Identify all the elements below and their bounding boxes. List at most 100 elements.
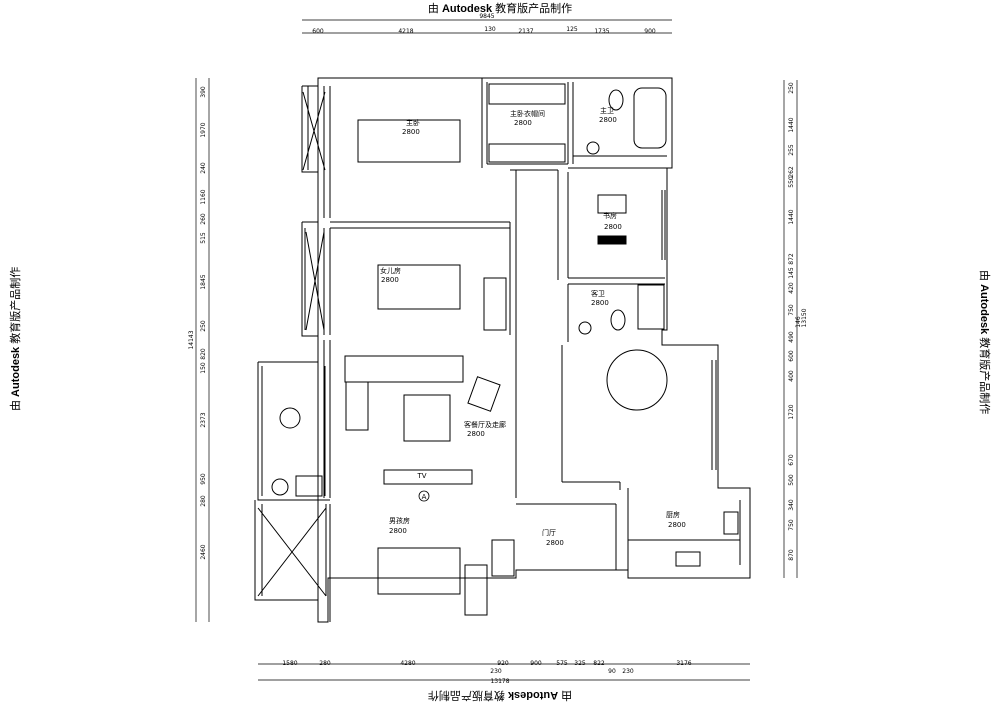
coffee-table (403, 394, 451, 442)
wall-inner-lines (261, 86, 327, 596)
dim-top-3: 2137 (518, 28, 533, 35)
bathtub (633, 87, 667, 149)
dim-right-16: 500 (788, 474, 795, 486)
exterior-wall-west (254, 85, 330, 601)
room-name-guest-bath: 客卫 (591, 289, 605, 298)
bay-window-son (257, 507, 327, 597)
bay-window-master (302, 91, 326, 171)
dim-bottom-8: 3176 (676, 660, 691, 667)
dimension-lines (195, 19, 798, 681)
dim-bottom-7: 822 (593, 660, 605, 667)
dim-left-8: 820 (200, 348, 207, 360)
shower-guest (637, 284, 665, 330)
dim-right-15: 670 (788, 454, 795, 466)
dim-left-5: 515 (200, 232, 207, 244)
dim-bottom-0: 1580 (282, 660, 297, 667)
dim-bottom-2: 4280 (400, 660, 415, 667)
dining-table (606, 349, 668, 411)
bed-son (377, 547, 461, 595)
room-height-master-bath: 2800 (599, 116, 617, 124)
dim-bottom-sub-2: 230 (622, 668, 634, 675)
toilet-master (608, 89, 624, 111)
dim-right-19: 870 (788, 549, 795, 561)
room-height-foyer: 2800 (546, 539, 564, 547)
dim-bottom-6: 325 (574, 660, 586, 667)
dim-top-1: 4218 (398, 28, 413, 35)
room-height-guest-bath: 2800 (591, 299, 609, 307)
dim-left-11: 950 (200, 473, 207, 485)
room-height-kitchen: 2800 (668, 521, 686, 529)
window-study (661, 190, 666, 260)
dim-left-4: 260 (200, 213, 207, 225)
dim-top-total: 9845 (479, 13, 494, 20)
dim-left-total: 14143 (188, 330, 195, 349)
room-height-son-room: 2800 (389, 527, 407, 535)
room-name-master-bedroom: 主卧 (406, 118, 420, 127)
closet-daughter (483, 277, 507, 331)
dim-right-9: 750 (788, 304, 795, 316)
dim-right-3: 550 (788, 176, 795, 188)
armchair (467, 376, 501, 412)
stove (675, 551, 701, 567)
section-marker-label: A (422, 493, 427, 501)
dim-right-5: 1440 (788, 209, 795, 224)
closet-son (464, 564, 488, 616)
dim-left-12: 280 (200, 495, 207, 507)
washer-drum (271, 478, 289, 496)
dim-left-6: 1845 (200, 274, 207, 289)
dim-right-1: 1440 (788, 117, 795, 132)
dim-left-0: 390 (200, 86, 207, 98)
dim-bottom-4: 900 (530, 660, 542, 667)
dim-right-13: 400 (788, 370, 795, 382)
dim-right-11: 490 (788, 331, 795, 343)
dim-right-10: 146 (795, 316, 802, 328)
interior-walls (329, 78, 667, 622)
dim-top-2: 130 (484, 26, 496, 33)
dim-right-8: 420 (788, 282, 795, 294)
sink-guest (578, 321, 592, 335)
dim-bottom-3: 920 (497, 660, 509, 667)
room-height-daughter-room: 2800 (381, 276, 399, 284)
dim-top-0: 600 (312, 28, 324, 35)
dim-left-3: 1160 (200, 189, 207, 204)
room-name-master-bath: 主卫 (600, 106, 614, 115)
window-dining (711, 360, 717, 470)
dim-right-7: 145 (788, 267, 795, 279)
tv-cabinet (383, 469, 473, 485)
room-name-son-room: 男孩房 (389, 516, 410, 525)
room-name-daughter-room: 女儿房 (380, 266, 401, 275)
dim-right-18: 750 (788, 519, 795, 531)
sofa-left (345, 381, 369, 431)
bed-master (357, 119, 461, 163)
closet-foyer (491, 539, 515, 577)
dim-bottom-sub-0: 230 (490, 668, 502, 675)
dim-left-1: 1970 (200, 122, 207, 137)
room-name-study: 书房 (603, 211, 617, 220)
dim-bottom-total: 13178 (490, 678, 509, 685)
toilet-guest (610, 309, 626, 331)
room-height-master-closet: 2800 (514, 119, 532, 127)
tv-label: TV (416, 472, 426, 480)
dim-left-10: 2373 (200, 412, 207, 427)
room-name-kitchen: 厨房 (666, 510, 680, 519)
study-chair (597, 235, 627, 245)
balcony-table (279, 407, 301, 429)
room-name-foyer: 门厅 (542, 528, 556, 537)
closet-master (488, 83, 566, 105)
kitchen-counter (628, 500, 741, 565)
dim-left-9: 150 (200, 362, 207, 374)
dim-bottom-5: 575 (556, 660, 568, 667)
dim-right-17: 340 (788, 499, 795, 511)
watermark-top: 由 Autodesk 教育版产品制作 (427, 3, 573, 15)
dim-left-2: 240 (200, 162, 207, 174)
dim-top-4: 125 (566, 26, 578, 33)
dim-right-4: 262 (788, 166, 795, 178)
dim-bottom-1: 280 (319, 660, 331, 667)
sink-master (586, 141, 600, 155)
dim-right-14: 1720 (788, 404, 795, 419)
room-height-living: 2800 (467, 430, 485, 438)
dim-right-2: 255 (788, 144, 795, 156)
dim-bottom-sub-1: 90 (608, 668, 616, 675)
dim-right-total: 13150 (801, 308, 808, 327)
